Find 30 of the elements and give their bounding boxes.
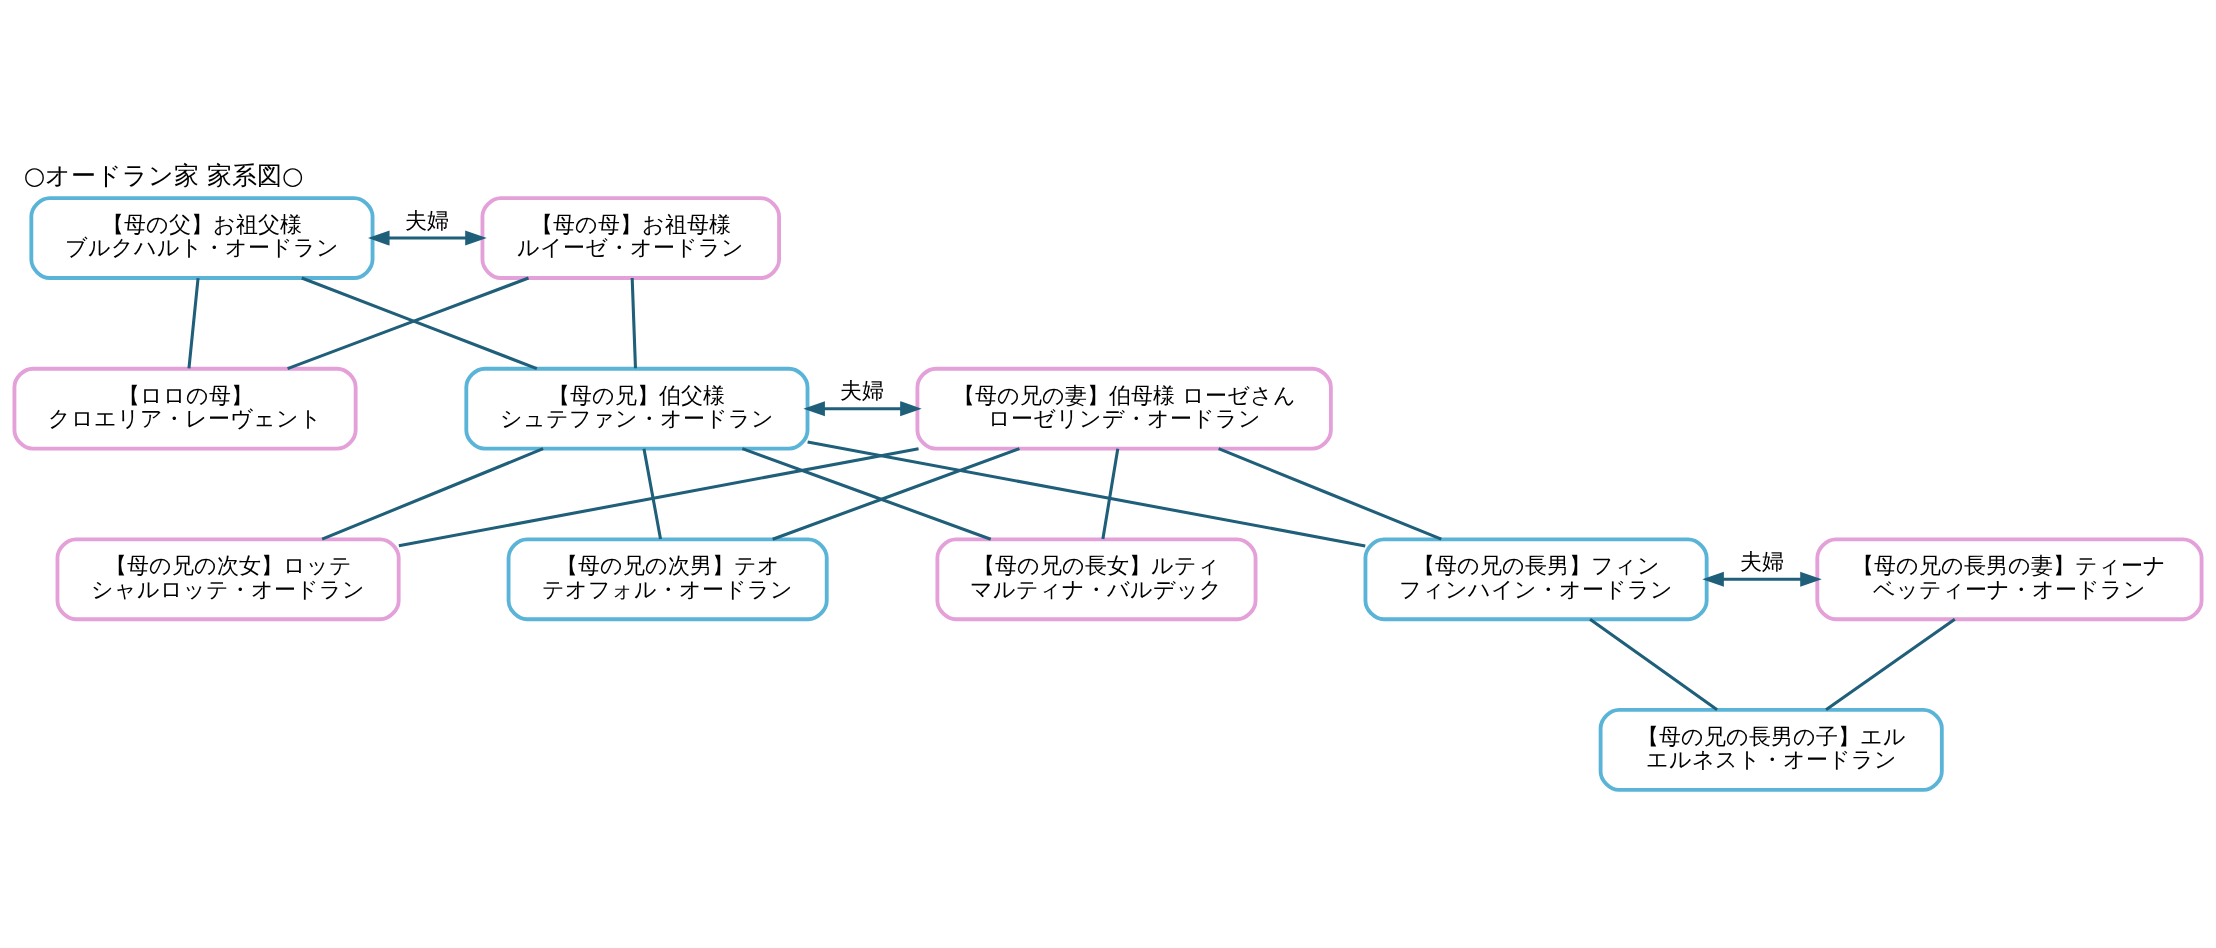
node-box: 【母の父】お祖父様 ブルクハルト・オードラン bbox=[29, 196, 375, 280]
connector bbox=[1589, 618, 1718, 712]
node-box: 【母の母】お祖母様 ルイーゼ・オードラン bbox=[480, 196, 781, 280]
connector bbox=[1825, 618, 1956, 712]
node-box: 【ロロの母】 クロエリア・レーヴェント bbox=[12, 366, 358, 451]
connector bbox=[741, 447, 992, 541]
diagram-title: ○オードラン家 家系図○ bbox=[23, 160, 304, 190]
node-box: 【母の兄の次男】テオ テオフォル・オードラン bbox=[506, 537, 829, 622]
connector bbox=[772, 447, 1020, 541]
connector bbox=[321, 447, 544, 541]
edge-label: 夫婦 bbox=[840, 378, 885, 404]
connector bbox=[1101, 448, 1120, 540]
connector bbox=[642, 448, 663, 540]
node-box: 【母の兄の長男】フィン フィンハイン・オードラン bbox=[1363, 537, 1709, 622]
arrow bbox=[803, 401, 922, 417]
connector bbox=[630, 278, 637, 369]
node-box: 【母の兄の次女】ロッテ シャルロッテ・オードラン bbox=[55, 537, 401, 622]
edge-label: 夫婦 bbox=[1739, 548, 1784, 574]
connector bbox=[807, 440, 1366, 548]
node-box: 【母の兄の長男の子】エル エルネスト・オードラン bbox=[1598, 708, 1944, 792]
connector bbox=[398, 447, 919, 548]
node-box: 【母の兄の長男の妻】ティーナ ベッティーナ・オードラン bbox=[1815, 537, 2204, 622]
arrow bbox=[1702, 571, 1822, 587]
node-box: 【母の兄の妻】伯母様 ローゼさん ローゼリンデ・オードラン bbox=[915, 366, 1333, 451]
edge-label: 夫婦 bbox=[405, 207, 450, 233]
node-box: 【母の兄】伯父様 シュテファン・オードラン bbox=[464, 366, 810, 451]
connector bbox=[187, 277, 200, 369]
arrow bbox=[368, 230, 487, 246]
connector bbox=[1218, 447, 1442, 541]
node-box: 【母の兄の長女】ルティ マルティナ・バルデック bbox=[935, 537, 1258, 622]
